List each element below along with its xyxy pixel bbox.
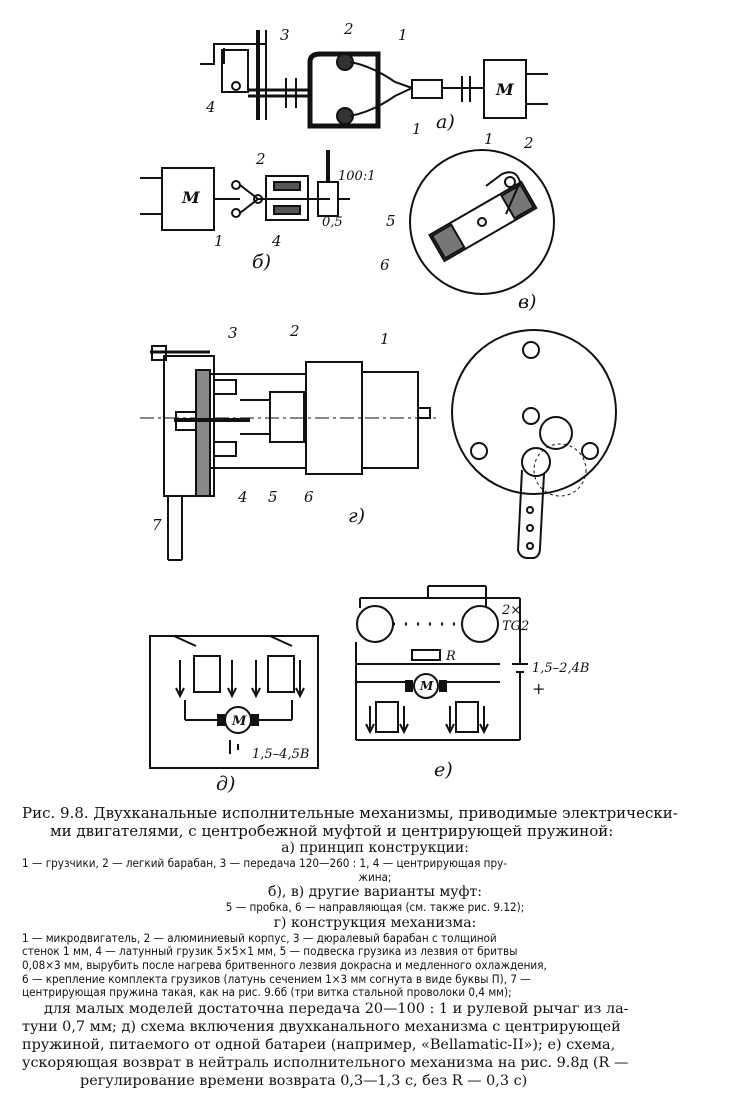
d-motor-label: М (231, 714, 247, 729)
b-callout-4: 4 (271, 232, 282, 250)
caption-a-heading: а) принцип конструкции: (281, 840, 469, 856)
b-callout-2: 2 (255, 150, 266, 168)
a-callout-3: 3 (280, 26, 290, 44)
e-transistor-type: TG2 (502, 619, 529, 634)
subfigure-a (200, 30, 548, 129)
a-sublabel: а) (436, 111, 455, 133)
subfigure-v (409, 149, 555, 295)
caption-title-line-2: ми двигателями, с центробежной муфтой и … (50, 822, 614, 840)
g-sublabel: г) (348, 505, 365, 527)
e-voltage: 1,5–2,4В (532, 661, 589, 676)
a-callout-1-bottom: 1 (412, 120, 422, 138)
e-motor-label: М (419, 679, 434, 693)
v-callout-1: 1 (484, 130, 494, 148)
figure-caption: Рис. 9.8. Двухканальные исполнительные м… (22, 804, 728, 1090)
b-sublabel: б) (252, 251, 271, 273)
subfigure-g (140, 329, 617, 561)
g-callout-4: 4 (237, 488, 248, 506)
caption-g-body-1: 1 — микродвигатель, 2 — алюминиевый корп… (22, 930, 497, 945)
caption-tail-4: ускоряющая возврат в нейтраль исполнител… (22, 1054, 629, 1071)
g-callout-3: 3 (228, 324, 238, 342)
g-callout-1: 1 (380, 330, 390, 348)
a-callout-2: 2 (343, 20, 354, 38)
caption-tail-2: туни 0,7 мм; д) схема включения двухкана… (22, 1018, 621, 1035)
figure-9-8: М 1 2 3 4 1 а) М 100:1 0,5 1 2 4 б) (140, 20, 617, 795)
e-transistors: 2× (501, 603, 521, 618)
g-callout-7: 7 (152, 516, 162, 534)
caption-g-body-5: центрирующая пружина такая, как на рис. … (22, 985, 512, 1000)
caption-bv-body: 5 — пробка, 6 — направляющая (см. также … (225, 900, 525, 915)
e-plus: + (532, 679, 545, 698)
g-callout-2: 2 (289, 322, 300, 340)
caption-title-line-1: Рис. 9.8. Двухканальные исполнительные м… (22, 804, 678, 822)
v-callout-2: 2 (523, 134, 534, 152)
b-motor-label: М (181, 188, 201, 207)
a-callout-4: 4 (205, 98, 216, 116)
caption-g-body-3: 0,08×3 мм, вырубить после нагрева бритве… (22, 957, 547, 972)
v-callout-6: 6 (380, 256, 390, 274)
e-resistor: R (445, 649, 456, 664)
v-sublabel: в) (518, 291, 536, 313)
d-sublabel: д) (216, 773, 235, 795)
b-value: 0,5 (322, 215, 343, 230)
subfigure-b (140, 150, 350, 231)
caption-bv-heading: б), в) другие варианты муфт: (268, 884, 482, 901)
caption-a-body-2: жина; (358, 869, 392, 884)
b-ratio: 100:1 (338, 169, 375, 184)
g-callout-5: 5 (268, 488, 278, 506)
caption-tail-3: пружиной, питаемого от одной батареи (на… (22, 1036, 616, 1053)
caption-g-body-4: 6 — крепление комплекта грузиков (латунь… (22, 971, 531, 986)
caption-tail-5: регулирование времени возврата 0,3—1,3 с… (80, 1072, 528, 1089)
a-callout-1-top: 1 (398, 26, 408, 44)
a-motor-label: М (495, 80, 515, 99)
g-callout-6: 6 (304, 488, 314, 506)
caption-a-body-1: 1 — грузчики, 2 — легкий барабан, 3 — пе… (22, 856, 508, 870)
subfigure-d (149, 635, 319, 769)
e-sublabel: е) (434, 759, 453, 781)
caption-tail-1: для малых моделей достаточна передача 20… (44, 1000, 629, 1017)
caption-g-heading: г) конструкция механизма: (273, 914, 477, 931)
d-voltage: 1,5–4,5В (252, 747, 309, 762)
b-callout-1: 1 (214, 232, 224, 250)
caption-g-body-2: стенок 1 мм, 4 — латунный грузик 5×5×1 м… (22, 944, 518, 959)
subfigure-e (355, 585, 528, 741)
v-callout-5: 5 (386, 212, 396, 230)
